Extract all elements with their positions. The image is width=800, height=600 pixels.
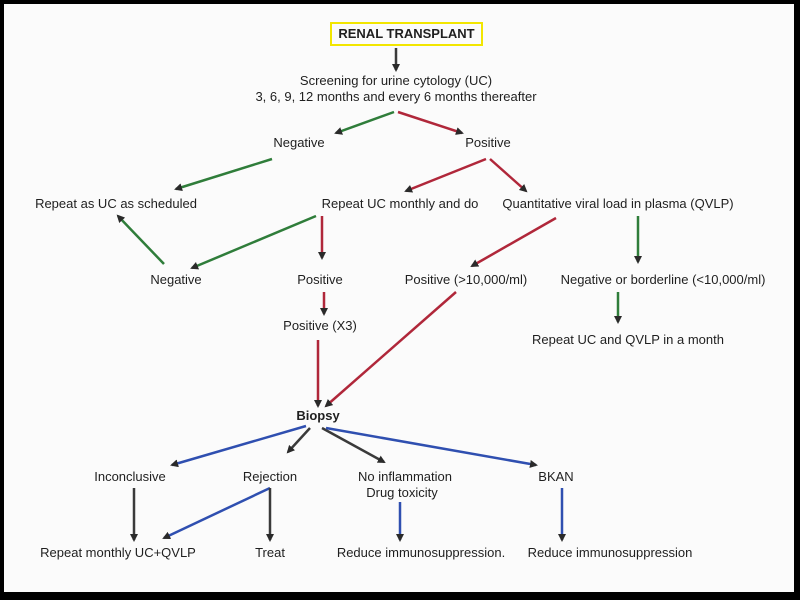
arrow-positive-high-to-biopsy (324, 291, 457, 408)
arrow-screening-to-negative (334, 110, 395, 135)
arrow-repeat-uc-loop-back (116, 214, 165, 265)
node-treat: Treat (255, 545, 285, 560)
node-qvlp: Quantitative viral load in plasma (QVLP) (502, 196, 734, 211)
arrow-biopsy-to-bkan (325, 426, 538, 468)
flowchart-arrows (116, 48, 642, 542)
arrow-rejection-to-repeat (162, 486, 271, 540)
arrow-repeat-monthly-to-negative (190, 214, 317, 270)
arrow-biopsy-to-rejection (286, 427, 311, 454)
node-rejection: Rejection (242, 469, 298, 484)
node-negative-1: Negative (273, 135, 325, 150)
arrow-qvlp-to-positive-high (470, 216, 557, 268)
arrow-screening-to-positive (397, 110, 464, 135)
node-positive-1: Positive (465, 135, 511, 150)
node-negative-2: Negative (150, 272, 202, 287)
node-positive-high: Positive (>10,000/ml) (404, 272, 528, 287)
arrow-biopsy-to-inconclusive (170, 424, 307, 468)
arrow-negative-to-repeat-uc (174, 157, 273, 192)
node-bkan: BKAN (538, 469, 574, 484)
node-positive-2: Positive (297, 272, 343, 287)
node-inconclusive: Inconclusive (94, 469, 166, 484)
node-reduce-immunosuppression-1: Reduce immunosuppression. (336, 545, 506, 560)
node-biopsy: Biopsy (296, 408, 340, 423)
node-no-inflammation: No inflammation (358, 469, 452, 484)
node-reduce-immunosuppression-2: Reduce immunosuppression (527, 545, 693, 560)
node-repeat-uc-monthly: Repeat UC monthly and do (321, 196, 479, 211)
title-renal-transplant: RENAL TRANSPLANT (330, 22, 483, 46)
diagram-canvas: RENAL TRANSPLANT Screening for urine cyt… (4, 4, 794, 592)
node-drug-toxicity: Drug toxicity (366, 485, 438, 500)
node-repeat-uc-qvlp-month: Repeat UC and QVLP in a month (532, 332, 724, 347)
node-positive-x3: Positive (X3) (283, 318, 357, 333)
node-negative-borderline: Negative or borderline (<10,000/ml) (560, 272, 766, 287)
node-repeat-uc-scheduled: Repeat as UC as scheduled (35, 196, 197, 211)
arrow-biopsy-to-no-inflammation (321, 426, 386, 464)
node-repeat-monthly-uc-qvlp: Repeat monthly UC+QVLP (40, 545, 196, 560)
screening-line-2: 3, 6, 9, 12 months and every 6 months th… (255, 89, 537, 104)
screening-line-1: Screening for urine cytology (UC) (299, 73, 493, 88)
arrow-positive-to-qvlp (489, 158, 528, 193)
arrow-positive-to-repeat-monthly (404, 157, 487, 193)
